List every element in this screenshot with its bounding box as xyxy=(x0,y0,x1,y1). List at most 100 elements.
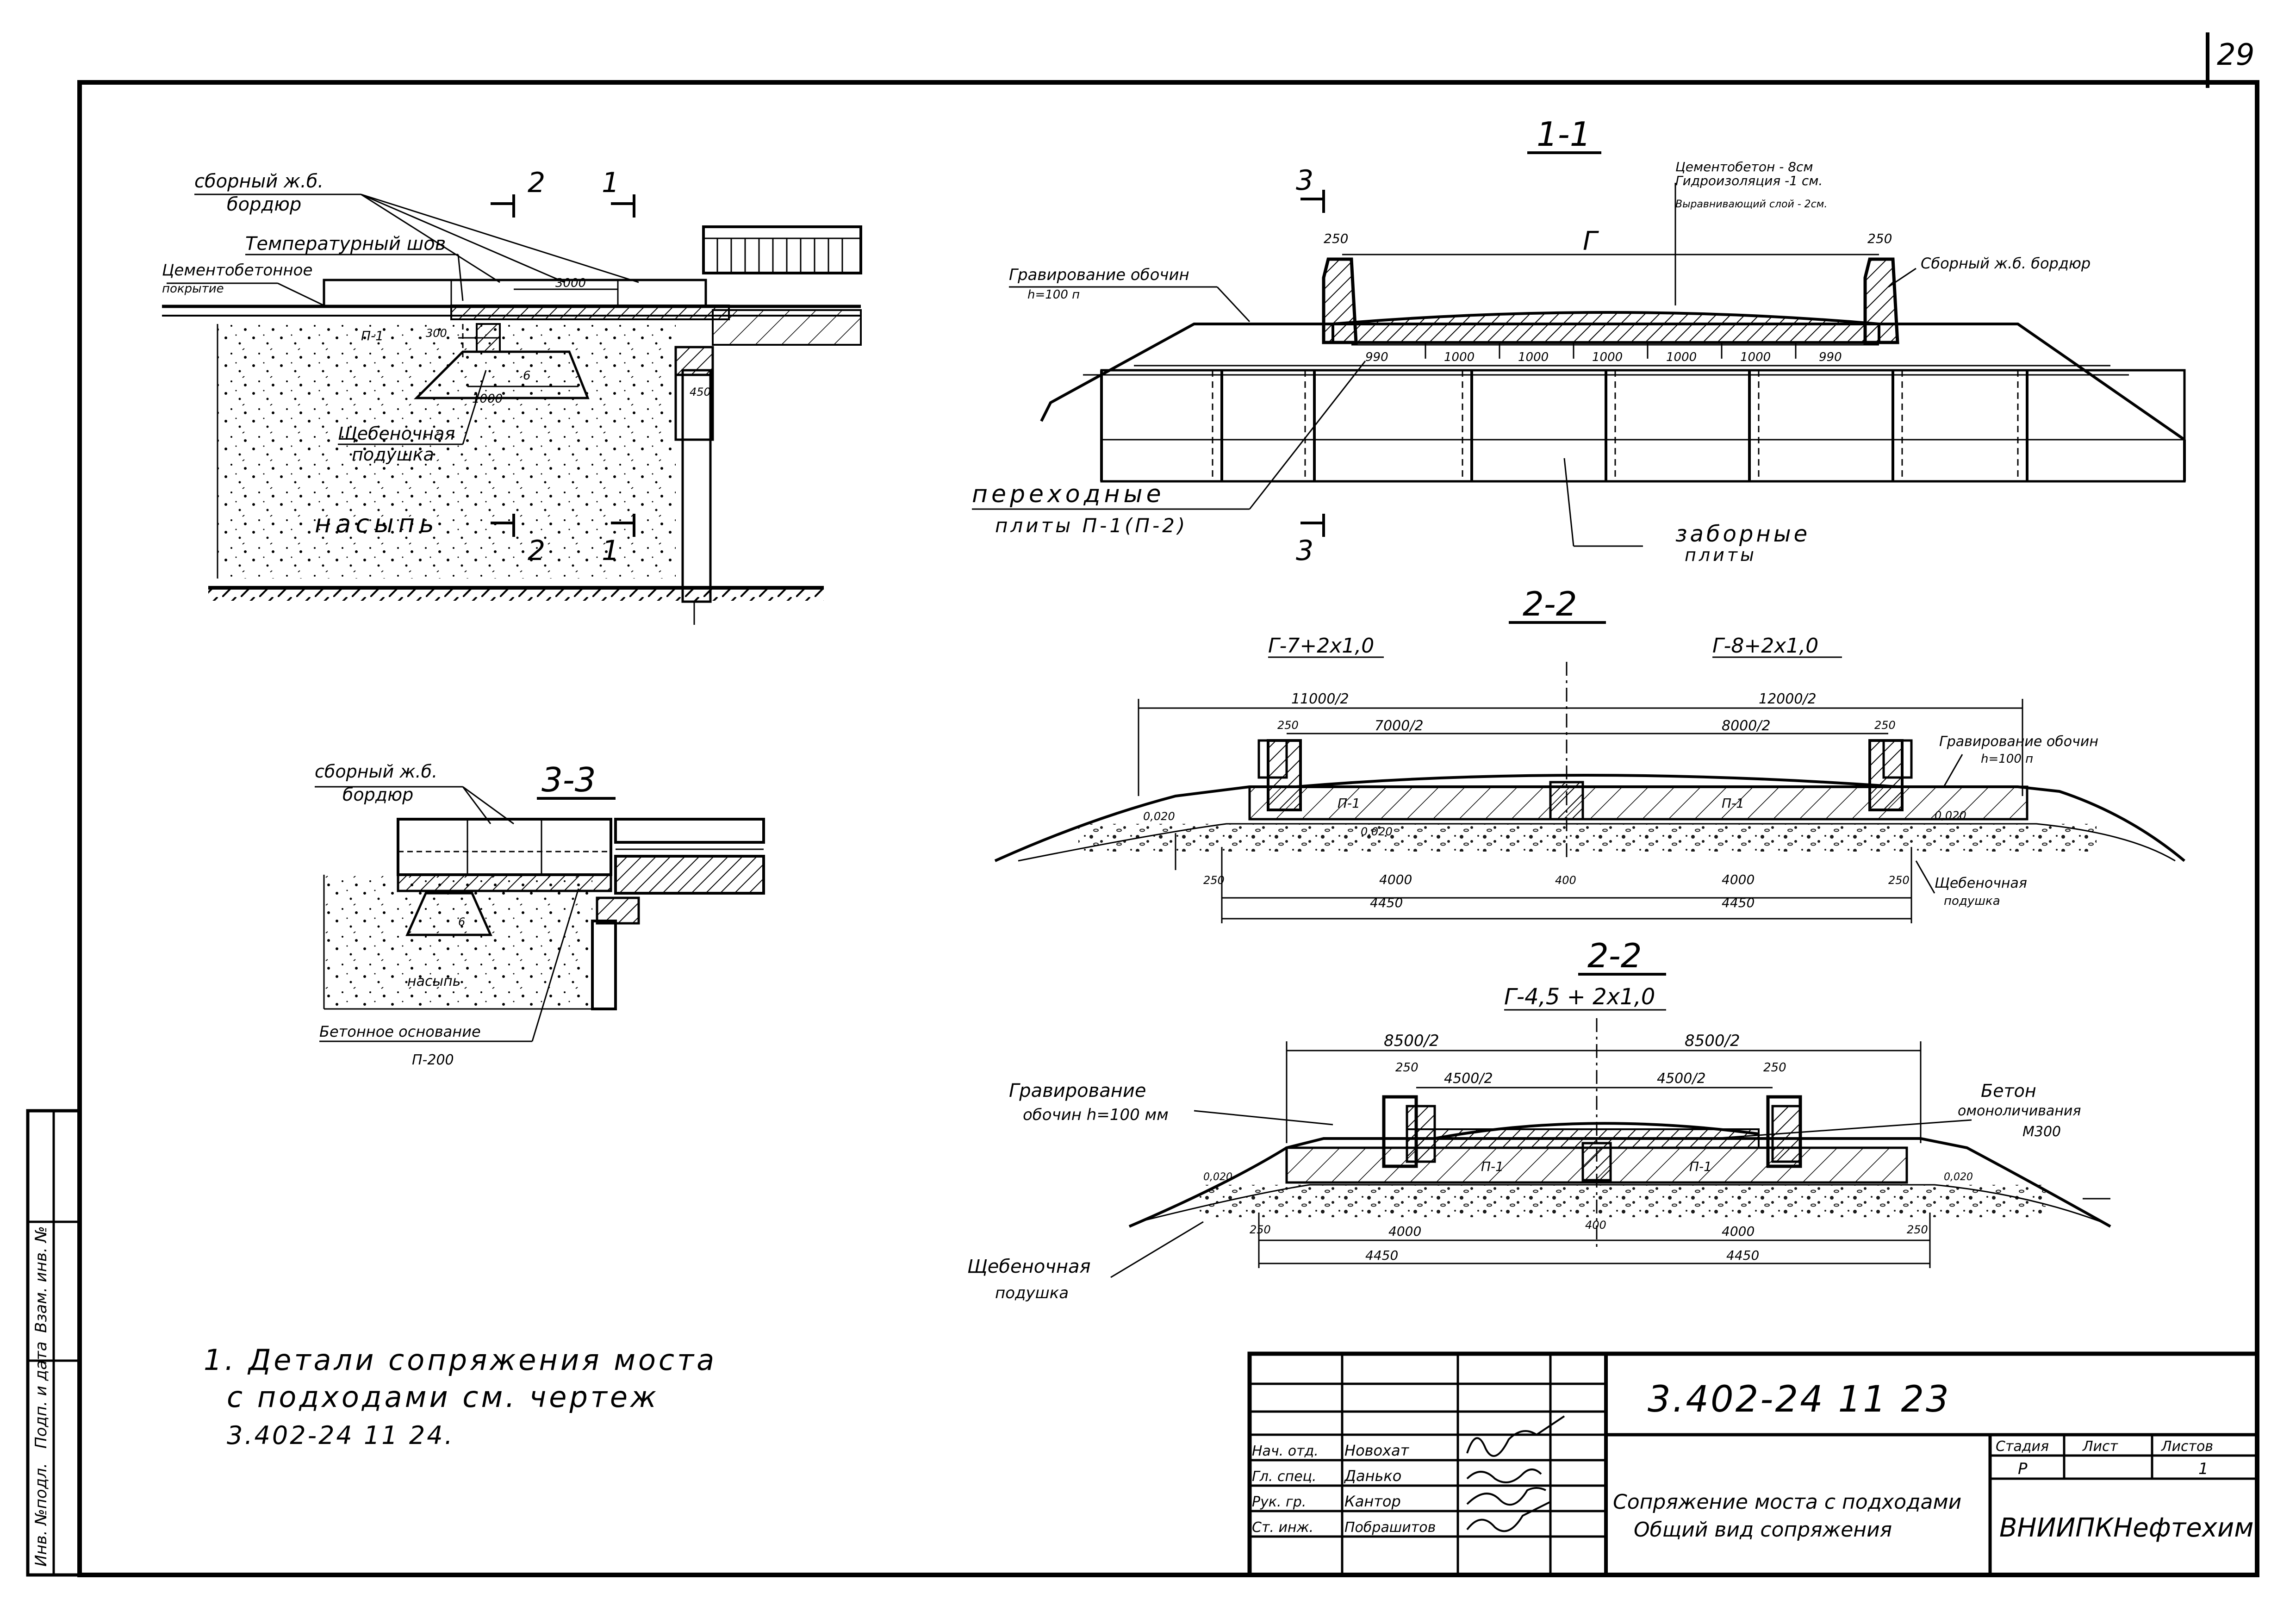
label-shoulder-h: h=100 п xyxy=(1027,288,1080,302)
drawing-title-2: Общий вид сопряжения xyxy=(1634,1518,1892,1542)
page-number: 29 xyxy=(2217,38,2254,72)
dim-4450-left-b: 4450 xyxy=(1365,1248,1398,1263)
organization: ВНИИПКНефтехим xyxy=(1999,1513,2253,1543)
dim-4450-left-a: 4450 xyxy=(1370,895,1403,910)
section-3-mark-top: 3 xyxy=(1296,164,1313,197)
mark-6: 6 xyxy=(523,369,531,383)
dim-8000: 8000/2 xyxy=(1722,718,1771,734)
note-waterproof: Гидроизоляция -1 см. xyxy=(1675,173,1823,188)
dim-4000-left-a: 4000 xyxy=(1379,872,1412,887)
label-concrete-3: М300 xyxy=(2022,1124,2061,1140)
label-concrete: Бетон xyxy=(1981,1081,2036,1101)
section-mark-2-top: 2 xyxy=(528,167,545,199)
slope-left-b: 0,020 xyxy=(1203,1171,1232,1183)
section-2-2-title-a: 2-2 xyxy=(1523,585,1577,623)
dim-300: 300 xyxy=(426,327,447,340)
dim-1000-d: 1000 xyxy=(1666,350,1697,364)
note-line-3: 3.402-24 11 24. xyxy=(227,1421,454,1450)
mark-p1: П-1 xyxy=(361,328,384,343)
label-gravel-b: Щебеночная xyxy=(967,1256,1091,1277)
dim-8500-right: 8500/2 xyxy=(1685,1032,1740,1050)
dim-1000-c: 1000 xyxy=(1592,350,1623,364)
label-base-2: П-200 xyxy=(412,1052,454,1068)
stamp-signature-label: Подп. и дата xyxy=(32,1341,50,1449)
variant-left: Г-7+2х1,0 xyxy=(1268,634,1374,658)
slope-right-b: 0,020 xyxy=(1944,1171,1973,1183)
dim-250-r-a: 250 xyxy=(1874,719,1896,732)
section-3-3: 3-3 сборный ж.б. бордюр насыпь Бетонное … xyxy=(315,760,765,1068)
dim-250-bl-b: 250 xyxy=(1250,1223,1271,1236)
role-3-name: Кантор xyxy=(1344,1493,1401,1510)
slope-center-a: 0,020 xyxy=(1361,825,1393,838)
label-shoulder: Гравирование обочин xyxy=(1009,266,1189,284)
signatures xyxy=(1466,1415,1565,1532)
label-kerb-3-3-2: бордюр xyxy=(342,784,413,805)
dim-250-br-b: 250 xyxy=(1907,1223,1928,1236)
note-leveling: Выравнивающий слой - 2см. xyxy=(1675,199,1827,210)
label-gravel-2: подушка xyxy=(352,444,434,465)
label-transition-2: плиты П-1(П-2) xyxy=(995,514,1188,537)
drawing-code: 3.402-24 11 23 xyxy=(1648,1379,1951,1420)
role-1: Нач. отд. xyxy=(1252,1443,1319,1459)
label-fill-3-3: насыпь xyxy=(407,973,460,989)
dim-990-left: 990 xyxy=(1365,350,1388,364)
section-2-2-title-b: 2-2 xyxy=(1587,936,1642,975)
label-cement-pavement: Цементобетонное xyxy=(162,261,312,280)
page-frame: 29 xyxy=(77,32,2259,1577)
section-1-1: 1-1 xyxy=(972,115,2186,567)
label-base: Бетонное основание xyxy=(319,1023,481,1040)
label-gravel-2-a: подушка xyxy=(1944,894,2000,908)
section-mark-1-bottom: 1 xyxy=(602,535,619,567)
dim-8500-left: 8500/2 xyxy=(1384,1032,1439,1050)
stage-label: Стадия xyxy=(1996,1438,2049,1455)
mark-p1-left-a: П-1 xyxy=(1338,796,1360,811)
dims-1-1: 990 1000 1000 1000 1000 1000 990 xyxy=(1365,350,1842,364)
sheets-label: Листов xyxy=(2161,1438,2213,1455)
variant-right: Г-8+2х1,0 xyxy=(1712,634,1818,658)
dim-250-left: 250 xyxy=(1324,231,1348,246)
roles: Нач. отд. Новохат Гл. спец. Данько Рук. … xyxy=(1252,1442,1436,1536)
role-3: Рук. гр. xyxy=(1252,1494,1306,1510)
dim-4500-right: 4500/2 xyxy=(1657,1070,1706,1087)
side-stamp: Инв. №подл. Подп. и дата Взам. инв. № xyxy=(26,1109,81,1577)
label-transition: переходные xyxy=(972,480,1165,508)
dim-1000: 1000 xyxy=(472,392,503,406)
note-line-1: 1. Детали сопряжения моста xyxy=(204,1343,717,1377)
variant-b: Г-4,5 + 2х1,0 xyxy=(1504,984,1655,1010)
stage-value: Р xyxy=(2018,1460,2028,1478)
label-shoulder-a: Гравирование обочин xyxy=(1939,734,2098,750)
dim-3000: 3000 xyxy=(555,276,586,290)
sheets-value: 1 xyxy=(2198,1460,2209,1478)
dim-4000-right-b: 4000 xyxy=(1722,1224,1755,1239)
section-mark-1-top: 1 xyxy=(602,167,619,199)
sheet-label: Лист xyxy=(2082,1438,2119,1455)
stamp-replace-label: Взам. инв. № xyxy=(32,1226,50,1333)
dim-4450-right-a: 4450 xyxy=(1722,895,1755,910)
dim-4000-left-b: 4000 xyxy=(1388,1224,1421,1239)
dim-250-l-a: 250 xyxy=(1277,719,1299,732)
label-concrete-2: омоноличивания xyxy=(1958,1103,2081,1119)
slope-right-a: 0,020 xyxy=(1935,809,1966,822)
mark-p1-right-a: П-1 xyxy=(1722,796,1744,811)
dim-1000-b: 1000 xyxy=(1518,350,1549,364)
dim-11000: 11000/2 xyxy=(1291,691,1349,707)
dim-400-b: 400 xyxy=(1585,1219,1606,1232)
dim-250-b-a: 250 xyxy=(1203,874,1225,887)
section-mark-2-bottom: 2 xyxy=(528,535,545,567)
dim-250-right-b: 250 xyxy=(1763,1061,1786,1075)
section-2-2-upper: 2-2 Г-7+2х1,0 Г-8+2х1,0 11000/2 xyxy=(994,585,2185,923)
dim-250-right: 250 xyxy=(1867,231,1892,246)
dim-450: 450 xyxy=(690,386,711,398)
dim-4500-left: 4500/2 xyxy=(1444,1070,1493,1087)
role-4: Ст. инж. xyxy=(1252,1519,1313,1536)
label-gravel-a: Щебеночная xyxy=(1935,875,2027,891)
notes: 1. Детали сопряжения моста с подходами с… xyxy=(204,1343,717,1450)
mark-p1-left-b: П-1 xyxy=(1481,1159,1504,1174)
label-cement-pavement-2: покрытие xyxy=(162,282,224,296)
dim-1000-e: 1000 xyxy=(1740,350,1771,364)
section-1-1-title: 1-1 xyxy=(1537,115,1591,154)
label-shoulder-h-a: h=100 п xyxy=(1981,752,2033,766)
dim-12000: 12000/2 xyxy=(1759,691,1817,707)
label-kerb: сборный ж.б. xyxy=(194,171,324,192)
